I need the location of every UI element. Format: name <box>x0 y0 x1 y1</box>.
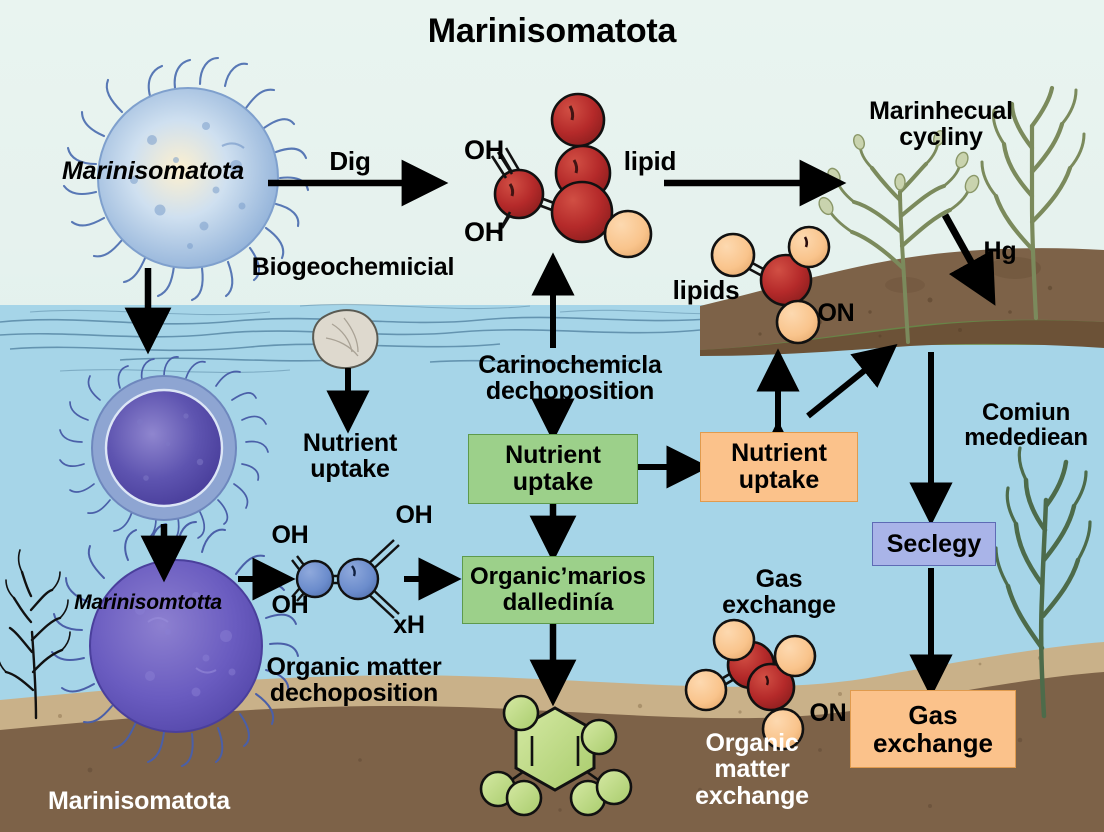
label-oh-2: OH <box>463 217 505 247</box>
label-ome-line3: exchange <box>695 781 809 810</box>
label-dig: Dig <box>329 146 371 176</box>
label-lipids: lipids <box>672 275 740 305</box>
label-seabed-organism: Marinisomatota <box>48 787 230 815</box>
label-comiun-medediean: Comiun medediean <box>948 399 1104 452</box>
label-oh-4: OH <box>395 501 433 529</box>
label-carino-line1: Carinochemicla <box>478 351 662 379</box>
label-organism-top: Marinisomatota <box>62 157 244 185</box>
label-ome-line2: matter <box>714 755 790 784</box>
label-hg: Hg <box>983 237 1017 265</box>
label-oh-1: OH <box>463 135 505 165</box>
label-oh-5: OH <box>271 591 309 619</box>
box-nutrient-uptake-green-line2: uptake <box>512 468 594 496</box>
box-gas-exchange-line1: Gas <box>908 699 958 730</box>
label-nutrient-uptake-plain: Nutrient uptake <box>288 430 412 483</box>
label-comiun-line2: medediean <box>964 424 1088 452</box>
box-organic-marios-line2: dalledinía <box>502 589 614 616</box>
box-seclegy[interactable]: Seclegy <box>872 522 996 566</box>
label-ome-line1: Organic <box>705 729 799 757</box>
box-nutrient-uptake-orange-line1: Nutrient <box>731 439 827 467</box>
label-nutrient-uptake-plain-line1: Nutrient <box>302 429 398 457</box>
label-organic-matter-decomposition: Organic matter dechoposition <box>250 654 458 707</box>
box-nutrient-uptake-green-line1: Nutrient <box>505 441 601 469</box>
label-organic-matter-line2: dechoposition <box>269 679 439 708</box>
label-gas-exchange-plain-line2: exchange <box>722 591 836 620</box>
label-on-bottom: ON <box>809 699 847 727</box>
label-gas-exchange-plain: Gas exchange <box>700 566 858 619</box>
label-marine-cycling-line2: cycliny <box>899 123 983 152</box>
box-nutrient-uptake-green[interactable]: Nutrient uptake <box>468 434 638 504</box>
box-gas-exchange[interactable]: Gas exchange <box>850 690 1016 768</box>
label-organism-mid: Marinisomtotta <box>74 591 222 614</box>
label-carino-line2: dechoposition <box>485 377 655 406</box>
label-comiun-line1: Comiun <box>981 399 1071 426</box>
label-organic-matter-exchange: Organic matter exchange <box>668 730 836 809</box>
box-gas-exchange-line2: exchange <box>873 728 993 758</box>
label-nutrient-uptake-plain-line2: uptake <box>310 455 390 484</box>
label-biogeochemical: Biogeochemıicial <box>251 253 455 281</box>
label-marine-cycling-line1: Marinhecual <box>869 97 1013 125</box>
label-on-top: ON <box>817 299 855 327</box>
label-marine-cycling: Marinhecual cycliny <box>846 98 1036 151</box>
label-oh-3: OH <box>271 521 309 549</box>
label-organic-matter-line1: Organic matter <box>266 653 442 681</box>
box-organic-marios[interactable]: Organic’marios dalledinía <box>462 556 654 624</box>
label-lipid: lipid <box>623 146 677 176</box>
box-nutrient-uptake-orange-line2: uptake <box>738 466 820 494</box>
box-seclegy-line1: Seclegy <box>886 529 982 558</box>
page-title: Marinisomatota <box>427 12 677 50</box>
label-gas-exchange-plain-line1: Gas <box>755 565 803 593</box>
label-xh: xH <box>393 611 425 639</box>
box-nutrient-uptake-orange[interactable]: Nutrient uptake <box>700 432 858 502</box>
box-organic-marios-line1: Organic’marios <box>469 563 647 591</box>
label-carinochemicla: Carinochemicla dechoposition <box>460 352 680 405</box>
